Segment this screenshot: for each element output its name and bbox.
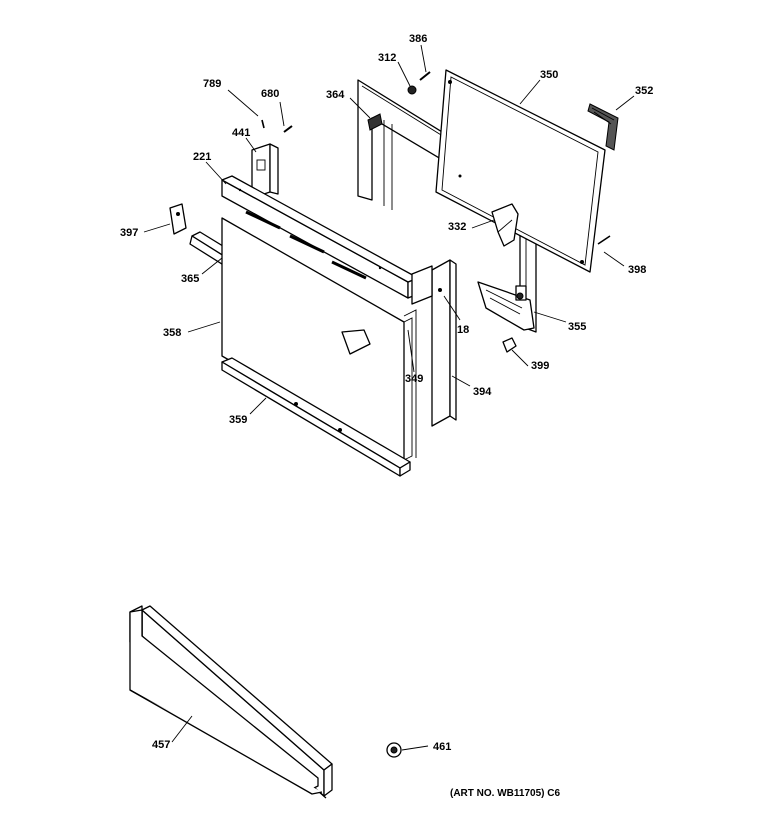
callout-18: 18 <box>457 324 469 336</box>
callout-349: 349 <box>405 373 423 385</box>
art-number: (ART NO. WB11705) C6 <box>450 788 560 799</box>
callout-352: 352 <box>635 85 653 97</box>
callout-364: 364 <box>326 89 345 101</box>
callout-355: 355 <box>568 321 586 333</box>
callout-441: 441 <box>232 127 250 139</box>
callout-386: 386 <box>409 33 427 45</box>
screw-398 <box>597 235 611 245</box>
callout-359: 359 <box>229 414 247 426</box>
callout-350: 350 <box>540 69 558 81</box>
bracket-397 <box>169 203 187 235</box>
door-trim-bottom-359 <box>221 357 411 477</box>
callout-397: 397 <box>120 227 138 239</box>
callout-332: 332 <box>448 221 466 233</box>
callout-312: 312 <box>378 52 396 64</box>
callout-461: 461 <box>433 741 451 753</box>
knob-461 <box>386 742 402 758</box>
door-latch <box>341 329 371 355</box>
callout-789: 789 <box>203 78 221 90</box>
screw-312 <box>407 85 417 95</box>
door-side-channel-394 <box>411 259 457 427</box>
door-insulation-349 <box>403 309 417 458</box>
inner-door-glass-350 <box>435 69 606 273</box>
callout-457: 457 <box>152 739 170 751</box>
callout-365: 365 <box>181 273 199 285</box>
drawer-panel-457 <box>129 605 333 799</box>
callout-394: 394 <box>473 386 492 398</box>
hinge-332 <box>491 203 519 247</box>
callout-398: 398 <box>628 264 646 276</box>
door-gasket-352 <box>587 103 619 151</box>
callout-399: 399 <box>531 360 549 372</box>
clip-364 <box>367 113 383 131</box>
callout-221: 221 <box>193 151 211 163</box>
bracket-441 <box>251 143 279 199</box>
door-hinge-355 <box>477 281 535 331</box>
leader-lines <box>143 44 635 751</box>
callout-358: 358 <box>163 327 181 339</box>
screw-680 <box>283 125 293 133</box>
callout-680: 680 <box>261 88 279 100</box>
stop-399 <box>502 337 517 353</box>
screw-386 <box>419 71 431 81</box>
screw-789 <box>261 119 265 129</box>
